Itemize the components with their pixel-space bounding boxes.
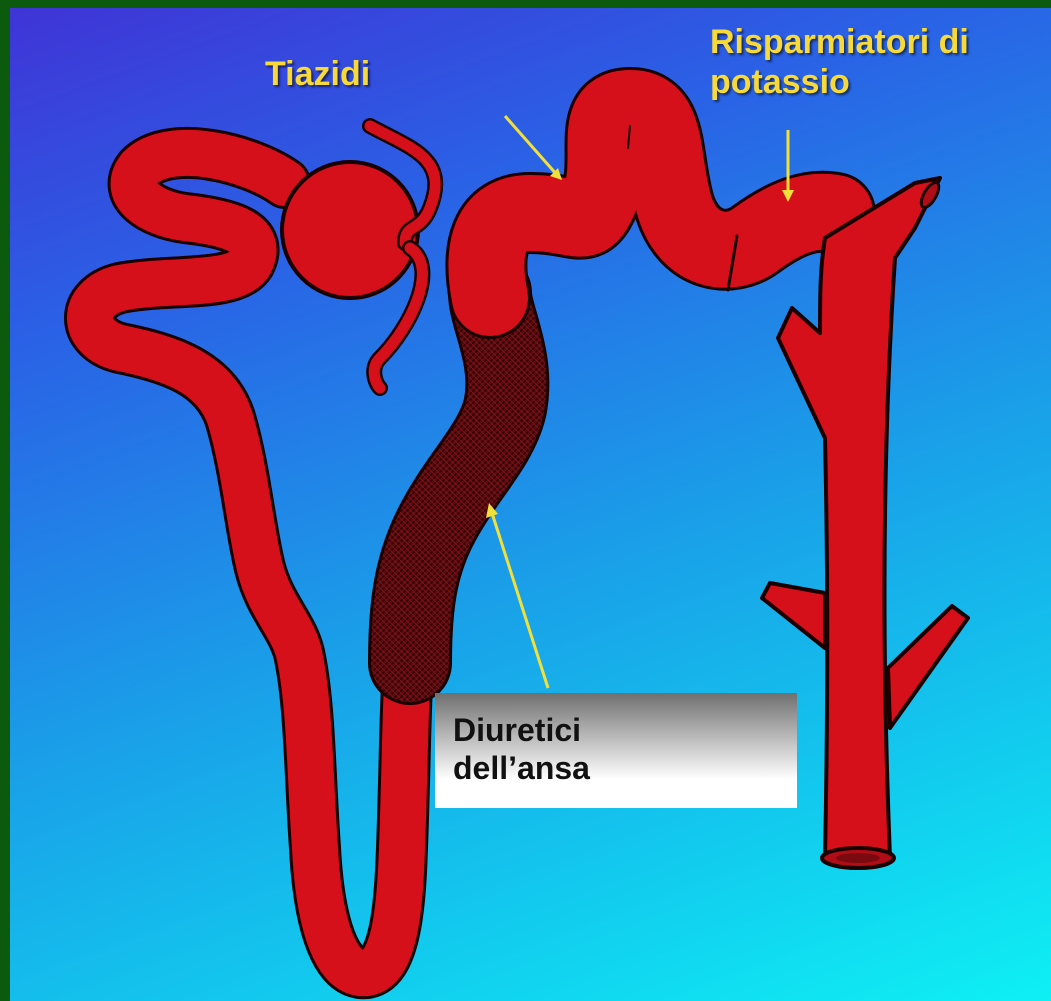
label-potassium-sparing-line2: potassio: [710, 62, 969, 102]
arrow-potassium-sparing: [782, 130, 794, 202]
label-loop-diuretics-line1: Diuretici: [453, 711, 797, 749]
distal-tubule: [486, 108, 835, 298]
label-potassium-sparing: Risparmiatori di potassio: [710, 22, 969, 102]
label-loop-diuretics: Diuretici dell’ansa: [435, 693, 797, 808]
arrow-loop-diuretics: [486, 503, 548, 688]
label-potassium-sparing-line1: Risparmiatori di: [710, 22, 969, 62]
arrow-thiazides: [505, 116, 562, 180]
label-loop-diuretics-line2: dell’ansa: [453, 749, 797, 787]
glomerulus: [282, 126, 435, 388]
slide: Tiazidi Risparmiatori di potassio Diuret…: [10, 8, 1051, 1001]
loop-of-henle-ascending: [410, 293, 507, 663]
nephron-diagram: [10, 8, 1051, 1001]
label-thiazides: Tiazidi: [265, 54, 370, 94]
